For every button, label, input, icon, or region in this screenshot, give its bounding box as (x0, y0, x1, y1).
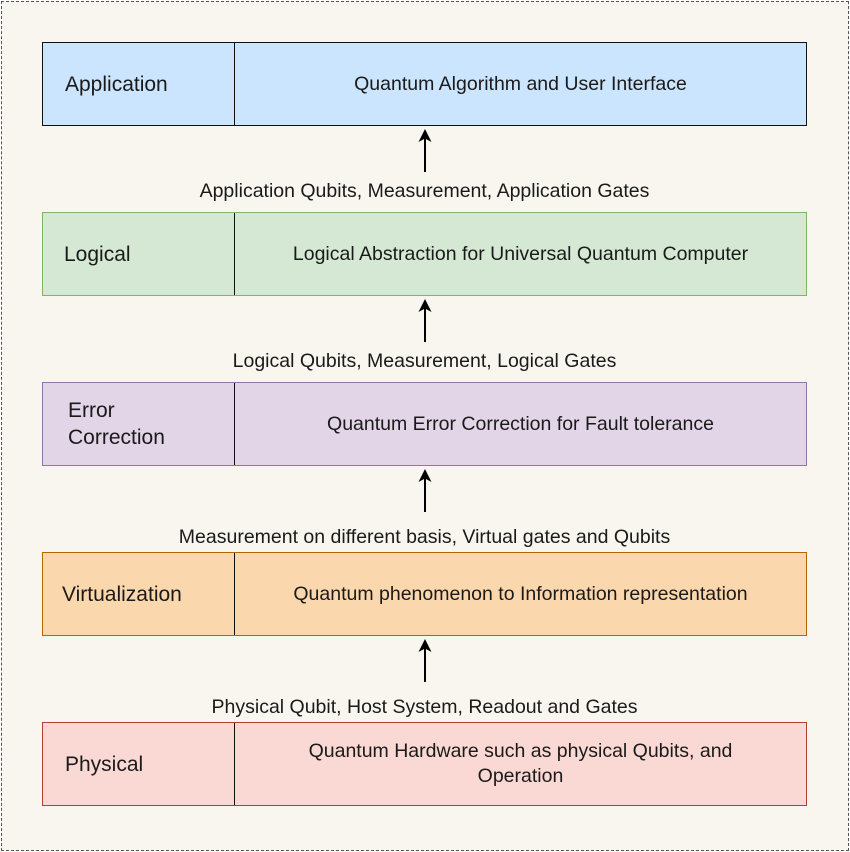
layer-name: Physical (43, 723, 235, 805)
layer-description: Quantum Hardware such as physical Qubits… (308, 740, 733, 787)
layer-virtualization: Virtualization Quantum phenomenon to Inf… (42, 552, 807, 636)
layer-error-correction: Error Correction Quantum Error Correctio… (42, 382, 807, 466)
layer-description: Logical Abstraction for Universal Quantu… (292, 242, 749, 265)
layer-description: Quantum Error Correction for Fault toler… (327, 412, 714, 435)
up-arrow-icon (418, 469, 432, 512)
layer-logical: Logical Logical Abstraction for Universa… (42, 212, 807, 296)
connector-label: Application Qubits, Measurement, Applica… (199, 180, 650, 202)
layer-description: Quantum phenomenon to Information repres… (293, 582, 748, 605)
up-arrow-icon (418, 299, 432, 342)
connector-label: Measurement on different basis, Virtual … (178, 526, 671, 548)
layer-application: Application Quantum Algorithm and User I… (42, 42, 807, 126)
layer-name: Logical (43, 213, 235, 295)
layer-name-text: Error Correction (68, 399, 165, 449)
connector-label: Physical Qubit, Host System, Readout and… (211, 696, 638, 718)
layer-description: Quantum Algorithm and User Interface (354, 72, 687, 95)
up-arrow-icon (418, 639, 432, 682)
layer-name: Virtualization (43, 553, 235, 635)
connector-label: Logical Qubits, Measurement, Logical Gat… (232, 350, 617, 372)
up-arrow-icon (418, 129, 432, 172)
layer-name: Error Correction (43, 383, 235, 465)
layer-name: Application (43, 43, 235, 125)
layer-physical: Physical Quantum Hardware such as physic… (42, 722, 807, 806)
